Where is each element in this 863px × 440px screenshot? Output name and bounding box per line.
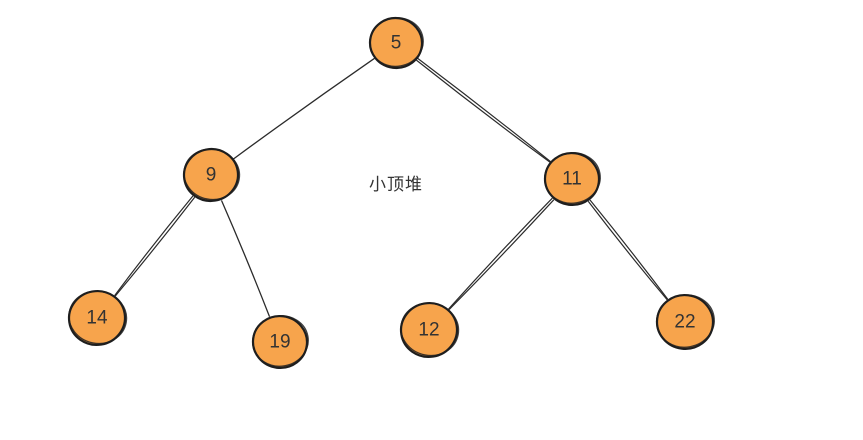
heap-edge-11-12 — [448, 197, 555, 310]
heap-node-11: 11 — [543, 151, 601, 207]
heap-node-label: 12 — [418, 320, 439, 341]
heap-edge-9-14 — [114, 195, 196, 297]
heap-node-label: 9 — [206, 165, 217, 186]
heap-edge-5-9 — [233, 58, 375, 160]
heap-edge-11-22 — [587, 199, 669, 300]
heap-edge-9-19 — [221, 200, 270, 317]
heap-node-label: 19 — [269, 332, 290, 353]
heap-node-label: 5 — [391, 33, 402, 54]
heap-node-label: 11 — [562, 169, 582, 190]
heap-node-19: 19 — [251, 314, 309, 370]
diagram-title: 小顶堆 — [369, 175, 423, 194]
heap-node-12: 12 — [399, 301, 460, 359]
heap-edge-5-11 — [416, 58, 551, 163]
heap-node-5: 5 — [368, 16, 424, 70]
heap-node-9: 9 — [182, 147, 241, 203]
heap-node-22: 22 — [655, 294, 715, 350]
heap-node-label: 22 — [674, 312, 695, 333]
heap-node-label: 14 — [86, 308, 108, 329]
heap-node-14: 14 — [67, 289, 128, 347]
